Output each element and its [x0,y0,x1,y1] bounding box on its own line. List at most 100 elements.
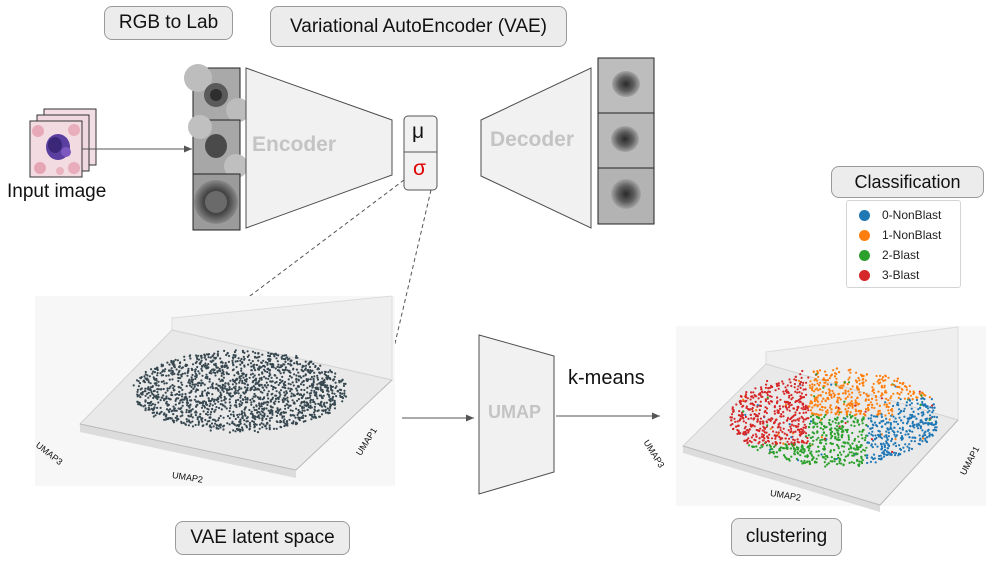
latent-point [233,350,236,354]
latent-point [156,374,159,377]
cluster-point [894,452,898,455]
latent-point [187,369,190,372]
cluster-point [810,387,814,390]
latent-point [267,390,270,393]
cluster-point [882,453,886,456]
cluster-point [815,457,818,460]
latent-point [173,408,176,411]
cluster-point [814,423,817,426]
latent-point [266,370,269,374]
latent-point [206,411,209,414]
latent-point [219,386,222,389]
cluster-point [888,402,891,405]
cluster-point [931,411,934,414]
cluster-point [792,407,796,410]
latent-point [245,380,248,383]
latent-point [181,414,184,417]
latent-point [212,359,215,362]
cluster-point [823,437,827,440]
latent-point [262,423,265,426]
cluster-point [812,426,815,429]
cluster-point [840,445,844,448]
latent-point [219,426,222,429]
projection-line-right [391,189,432,357]
latent-point [299,393,302,396]
latent-point [302,414,305,417]
latent-point [258,402,261,405]
latent-point [268,412,271,415]
latent-point [186,364,189,367]
cluster-point [796,438,799,441]
latent-point [267,377,270,380]
latent-point [234,378,237,382]
latent-point [293,402,296,405]
cluster-point [921,397,924,400]
cluster-point [858,382,861,385]
latent-point [215,424,218,427]
cluster-point [905,430,908,433]
latent-point [177,418,180,421]
latent-point [250,401,253,404]
latent-point [243,419,246,422]
cluster-point [799,386,802,389]
cluster-point [828,377,831,380]
latent-point [233,374,236,377]
latent-point [274,381,277,384]
cluster-point [752,396,755,399]
latent-point [265,381,268,384]
latent-point [268,428,271,431]
cluster-point [916,425,919,428]
latent-point [257,373,261,376]
cluster-point [889,423,893,426]
latent-point [258,384,261,387]
latent-point [331,385,334,388]
latent-point [313,371,316,374]
latent-point [224,361,227,365]
latent-point [168,378,171,381]
latent-point [146,401,149,405]
cluster-point [871,426,874,430]
cluster-point [868,432,871,435]
cluster-point [807,426,811,429]
latent-point [170,372,173,375]
latent-point [156,388,159,391]
cluster-point [844,389,847,392]
clustering-3d-box [676,326,986,512]
cluster-point [928,409,931,412]
latent-point [152,411,156,414]
cluster-point [861,422,864,425]
latent-point [174,358,177,361]
latent-point [237,372,240,376]
cluster-point [827,462,830,465]
latent-point [297,408,300,412]
cluster-point [742,420,745,423]
latent-point [331,392,334,395]
cluster-point [782,427,785,430]
cluster-point [842,450,845,453]
latent-point [217,419,220,422]
cluster-point [821,390,824,394]
latent-point [214,374,217,377]
latent-point [326,384,329,387]
latent-point [194,414,197,417]
cluster-point [784,405,787,408]
cluster-point [859,444,863,447]
latent-point [214,362,217,365]
cluster-point [892,404,895,408]
latent-point [286,369,289,372]
cluster-point [866,441,869,444]
latent-point [308,396,311,399]
latent-point [289,414,293,417]
cluster-point [871,403,874,406]
cluster-point [862,448,865,451]
cluster-point [828,423,831,426]
cluster-point [829,437,832,440]
latent-point [258,379,261,382]
cluster-point [797,452,800,455]
latent-point [189,399,192,402]
cluster-point [911,414,914,417]
cluster-point [931,415,934,419]
latent-point [233,386,236,389]
latent-point [343,389,346,392]
latent-point [266,361,269,365]
